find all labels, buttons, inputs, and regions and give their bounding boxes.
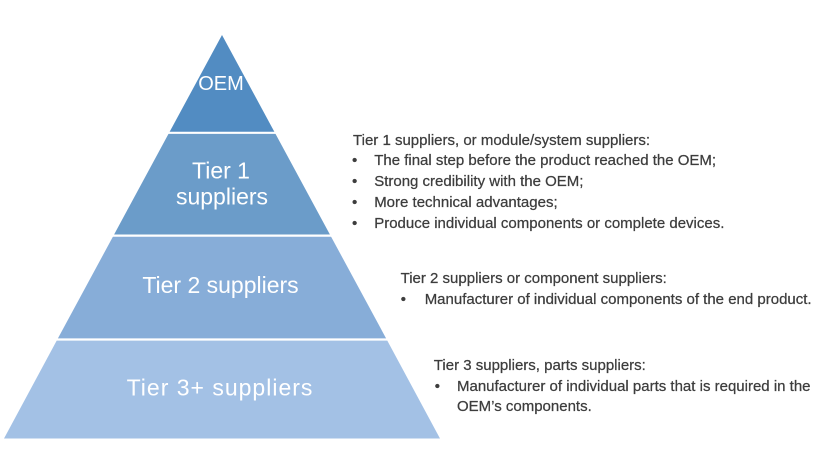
svg-text:OEM: OEM [198, 73, 244, 95]
svg-text:Tier 3+ suppliers: Tier 3+ suppliers [127, 375, 314, 401]
svg-text:suppliers: suppliers [176, 184, 268, 210]
svg-text:Tier 1: Tier 1 [192, 158, 250, 184]
svg-text:Tier 2 suppliers: Tier 2 suppliers [142, 272, 298, 298]
